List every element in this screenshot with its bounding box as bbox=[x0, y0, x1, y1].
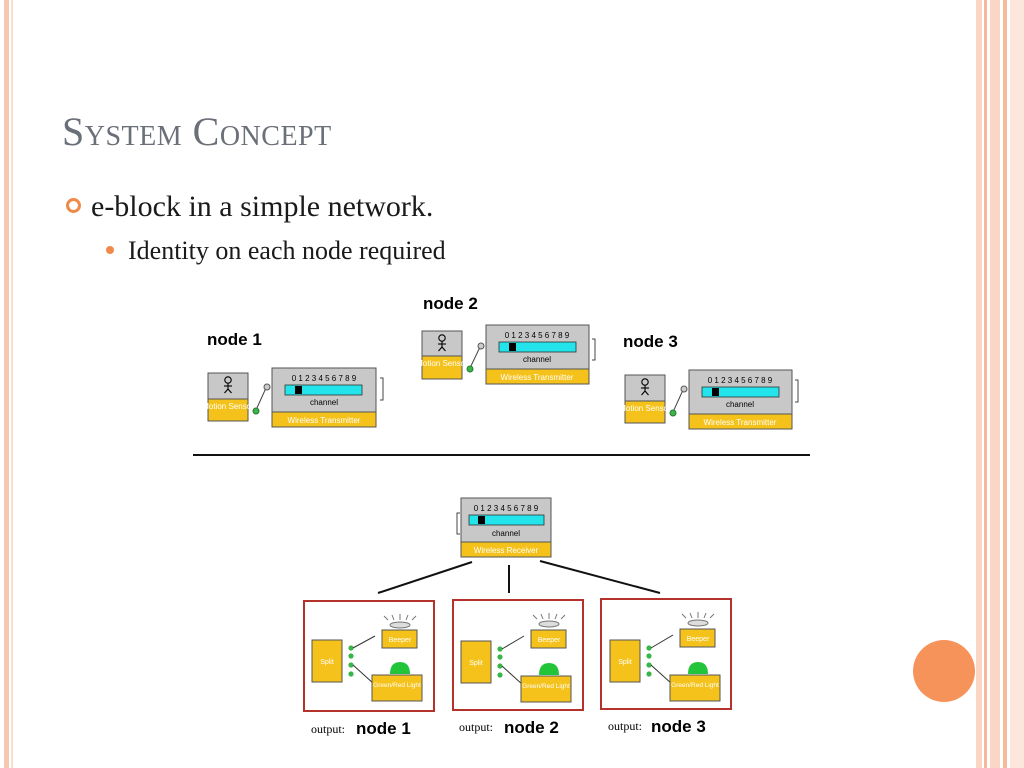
receiver-text: Wireless Receiver bbox=[474, 546, 539, 555]
light-text: Green/Red Light bbox=[522, 683, 570, 690]
light-text: Green/Red Light bbox=[671, 682, 719, 689]
output-box-1: Split Beeper Green/Red Light output: nod… bbox=[303, 600, 435, 738]
output-prefix: output: bbox=[459, 720, 493, 734]
slide-title: System Concept bbox=[62, 109, 332, 154]
receiver-group: 0 1 2 3 4 5 6 7 8 9 channel Wireless Rec… bbox=[456, 497, 552, 558]
bullet-1-text: e-block in a simple network. bbox=[91, 190, 434, 223]
ring-bullet-icon bbox=[66, 197, 81, 213]
motion-sensor-text: Motion Sensor bbox=[619, 404, 671, 413]
motion-sensor-text: Motion Sensor bbox=[202, 402, 254, 411]
split-text: Split bbox=[618, 659, 632, 666]
dot-bullet-icon bbox=[106, 246, 114, 255]
node-3-label: node 3 bbox=[623, 332, 678, 351]
bullet-level-1: e-block in a simple network. bbox=[66, 190, 433, 224]
output-node-3-label: node 3 bbox=[651, 717, 706, 736]
motion-sensor-text: Motion Sensor bbox=[416, 359, 468, 368]
channel-digits: 0 1 2 3 4 5 6 7 8 9 bbox=[292, 374, 357, 383]
light-text: Green/Red Light bbox=[373, 682, 421, 689]
decorative-orange-circle bbox=[913, 640, 975, 702]
channel-text: channel bbox=[726, 400, 754, 409]
left-frame-stripe-thin bbox=[11, 0, 13, 768]
channel-digits: 0 1 2 3 4 5 6 7 8 9 bbox=[474, 504, 539, 513]
beeper-text: Beeper bbox=[389, 637, 412, 644]
node-3-group: node 3 Motion Sensor 0 1 2 3 4 5 6 7 8 9… bbox=[619, 332, 799, 430]
channel-slider bbox=[284, 384, 363, 396]
left-frame-stripe bbox=[4, 0, 9, 768]
split-text: Split bbox=[320, 659, 334, 666]
transmitter-text: Wireless Transmitter bbox=[288, 416, 361, 425]
node-2-group: node 2 Motion Sensor 0 1 2 3 4 5 6 7 8 9… bbox=[416, 294, 596, 385]
channel-text: channel bbox=[492, 529, 520, 538]
beeper-text: Beeper bbox=[687, 636, 710, 643]
output-box-2: Split Beeper Green/Red Light output: nod… bbox=[452, 599, 584, 737]
channel-digits: 0 1 2 3 4 5 6 7 8 9 bbox=[505, 331, 570, 340]
motion-sensor-label-bg bbox=[207, 398, 249, 422]
output-node-1-label: node 1 bbox=[356, 719, 411, 738]
node-2-label: node 2 bbox=[423, 294, 478, 313]
transmitter-text: Wireless Transmitter bbox=[704, 418, 777, 427]
output-node-2-label: node 2 bbox=[504, 718, 559, 737]
channel-digits: 0 1 2 3 4 5 6 7 8 9 bbox=[708, 376, 773, 385]
beeper-text: Beeper bbox=[538, 637, 561, 644]
transmitter-text: Wireless Transmitter bbox=[501, 373, 574, 382]
output-prefix: output: bbox=[311, 722, 345, 736]
bullet-level-2: Identity on each node required bbox=[106, 236, 446, 266]
node-1-group: node 1 Motion Sensor 0 1 2 3 4 5 6 7 8 9… bbox=[202, 330, 384, 428]
channel-text: channel bbox=[523, 355, 551, 364]
node-1-label: node 1 bbox=[207, 330, 262, 349]
channel-text: channel bbox=[310, 398, 338, 407]
split-text: Split bbox=[469, 660, 483, 667]
bullet-2-text: Identity on each node required bbox=[128, 236, 446, 265]
output-prefix: output: bbox=[608, 719, 642, 733]
right-frame-stripes bbox=[976, 0, 1024, 768]
output-box-3: Split Beeper Green/Red Light output: nod… bbox=[600, 598, 732, 736]
